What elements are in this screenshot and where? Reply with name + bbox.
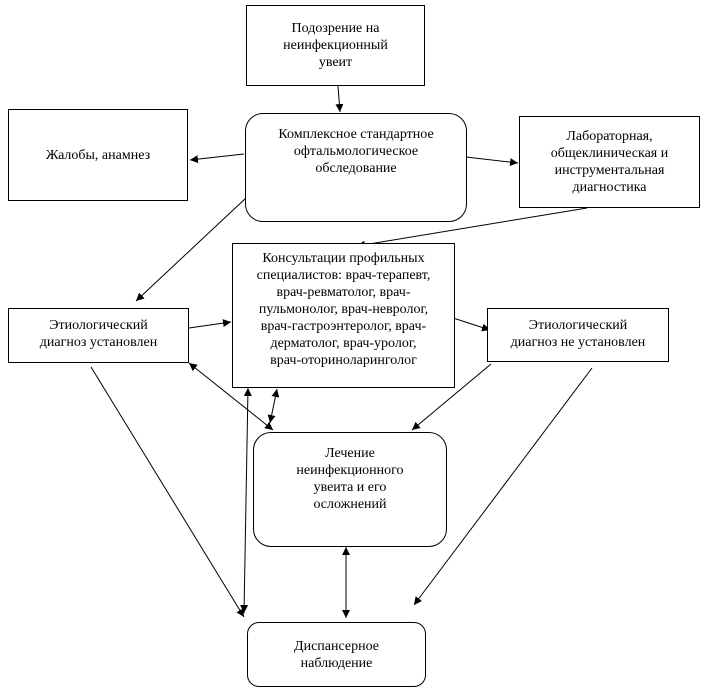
arrow-consult-to-treatment [267, 388, 280, 424]
node-etiology-no: Этиологический диагноз не установлен [487, 308, 669, 362]
node-etiology-no-label: Этиологический диагноз не установлен [510, 318, 646, 350]
arrow-exam-to-complaints [189, 153, 245, 164]
arrow-suspicion-to-exam [335, 85, 344, 113]
arrow-etiology_yes-to-treatment [188, 362, 274, 431]
node-labs-label: Лабораторная, общеклиническая и инструме… [550, 129, 669, 195]
arrow-etiology_no-to-followup [413, 367, 593, 606]
node-suspicion: Подозрение на неинфекционный увеит [246, 5, 425, 86]
node-consult-label: Консультации профильных специалистов: вр… [256, 251, 431, 368]
arrow-exam-to-etiology_yes [135, 197, 247, 302]
arrow-etiology_yes-to-followup [90, 366, 245, 618]
node-suspicion-label: Подозрение на неинфекционный увеит [283, 21, 388, 70]
node-complaints-label: Жалобы, анамнез [45, 147, 151, 163]
arrow-labs-to-consult [356, 207, 588, 249]
arrow-exam-to-labs [465, 156, 519, 167]
arrow-etiology_yes-to-consult [188, 319, 232, 329]
node-exam: Комплексное стандартное офтальмологическ… [245, 113, 467, 222]
node-treatment-label: Лечение неинфекционного увеита и его осл… [296, 446, 404, 512]
node-consult: Консультации профильных специалистов: вр… [232, 243, 455, 388]
node-followup-label: Диспансерное наблюдение [294, 638, 379, 671]
node-etiology-yes-label: Этиологический диагноз установлен [39, 318, 158, 350]
node-followup: Диспансерное наблюдение [247, 622, 426, 687]
arrow-etiology_no-to-treatment [411, 363, 492, 431]
node-complaints: Жалобы, анамнез [8, 109, 188, 201]
arrow-consult-to-followup [240, 387, 252, 614]
node-exam-label: Комплексное стандартное офтальмологическ… [278, 127, 434, 176]
node-etiology-yes: Этиологический диагноз установлен [8, 308, 189, 363]
node-labs: Лабораторная, общеклиническая и инструме… [519, 116, 700, 208]
node-treatment: Лечение неинфекционного увеита и его осл… [253, 432, 447, 547]
